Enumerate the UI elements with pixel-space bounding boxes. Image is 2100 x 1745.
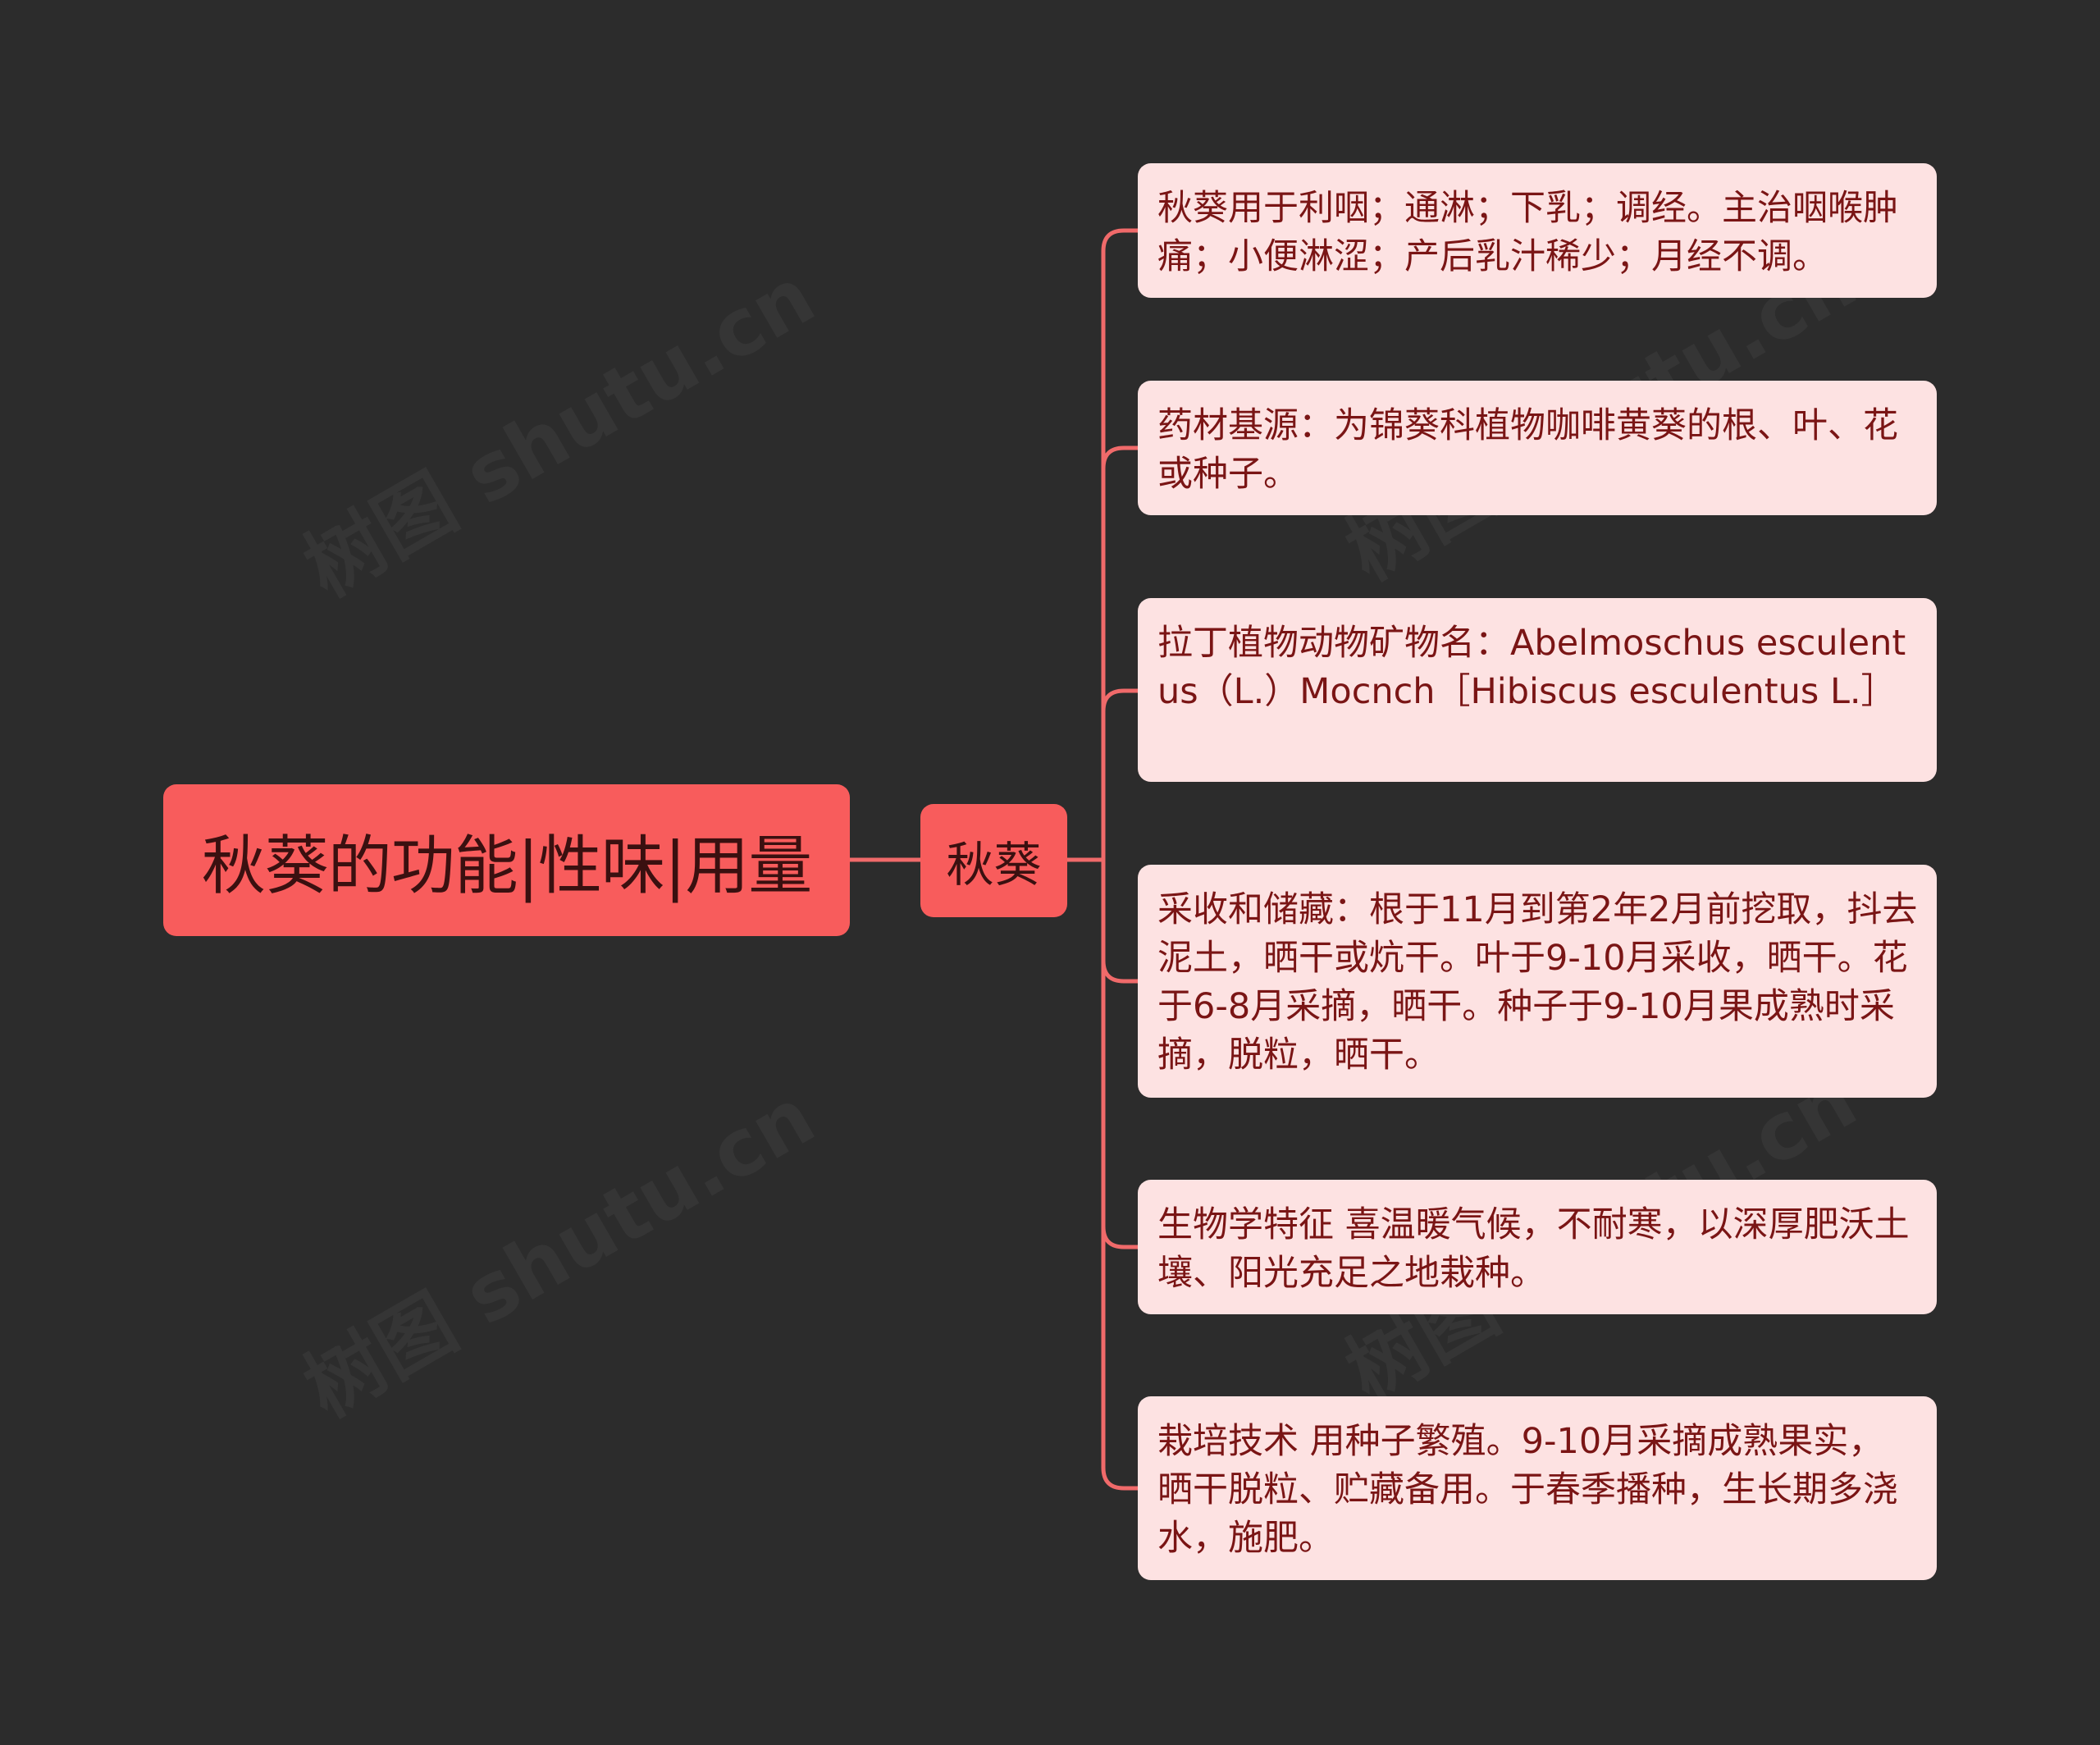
branch-node-cultivation[interactable]: 栽培技术 用种子繁殖。9-10月采摘成熟果实，晒干脱粒、贮藏备用。于春季播种，生… xyxy=(1138,1396,1937,1580)
branch-node-harvest-storage[interactable]: 采收和储藏：根于11月到第2年2月前挖取，抖去泥土，晒干或炕干。叶于9-10月采… xyxy=(1138,865,1937,1098)
branch-node-text: 拉丁植物动物矿物名：Abelmoschus esculentus（L.）Mocn… xyxy=(1157,623,1906,712)
branch-node-text: 秋葵用于利咽；通淋；下乳；调经。主治咽喉肿痛；小便淋涩；产后乳汁稀少；月经不调。 xyxy=(1157,188,1898,277)
branch-node-biology[interactable]: 生物学特征 喜温暖气候，不耐寒，以深厚肥沃土壤、阳光充足之地栽种。 xyxy=(1138,1180,1937,1314)
branch-node-text: 栽培技术 用种子繁殖。9-10月采摘成熟果实，晒干脱粒、贮藏备用。于春季播种，生… xyxy=(1157,1421,1898,1559)
central-topic-label: 秋葵 xyxy=(946,837,1042,893)
branch-node-text: 生物学特征 喜温暖气候，不耐寒，以深厚肥沃土壤、阳光充足之地栽种。 xyxy=(1157,1204,1910,1294)
branch-node-function[interactable]: 秋葵用于利咽；通淋；下乳；调经。主治咽喉肿痛；小便淋涩；产后乳汁稀少；月经不调。 xyxy=(1138,163,1937,298)
branch-link xyxy=(1101,860,1138,984)
branch-link xyxy=(1101,228,1138,860)
root-topic-label: 秋葵的功能|性味|用量 xyxy=(201,829,813,903)
branch-node-latin-name[interactable]: 拉丁植物动物矿物名：Abelmoschus esculentus（L.）Mocn… xyxy=(1138,598,1937,782)
branch-link xyxy=(1101,688,1138,860)
branch-link xyxy=(1101,860,1138,1249)
branch-node-text: 药材基源：为锦葵科植物咖啡黄葵的根、叶、花或种子。 xyxy=(1157,405,1898,495)
branch-node-source[interactable]: 药材基源：为锦葵科植物咖啡黄葵的根、叶、花或种子。 xyxy=(1138,381,1937,515)
branch-link xyxy=(1101,445,1138,860)
root-topic[interactable]: 秋葵的功能|性味|用量 xyxy=(163,784,850,936)
branch-link xyxy=(1101,860,1138,1491)
branch-node-text: 采收和储藏：根于11月到第2年2月前挖取，抖去泥土，晒干或炕干。叶于9-10月采… xyxy=(1157,889,1918,1076)
central-topic[interactable]: 秋葵 xyxy=(920,804,1067,917)
